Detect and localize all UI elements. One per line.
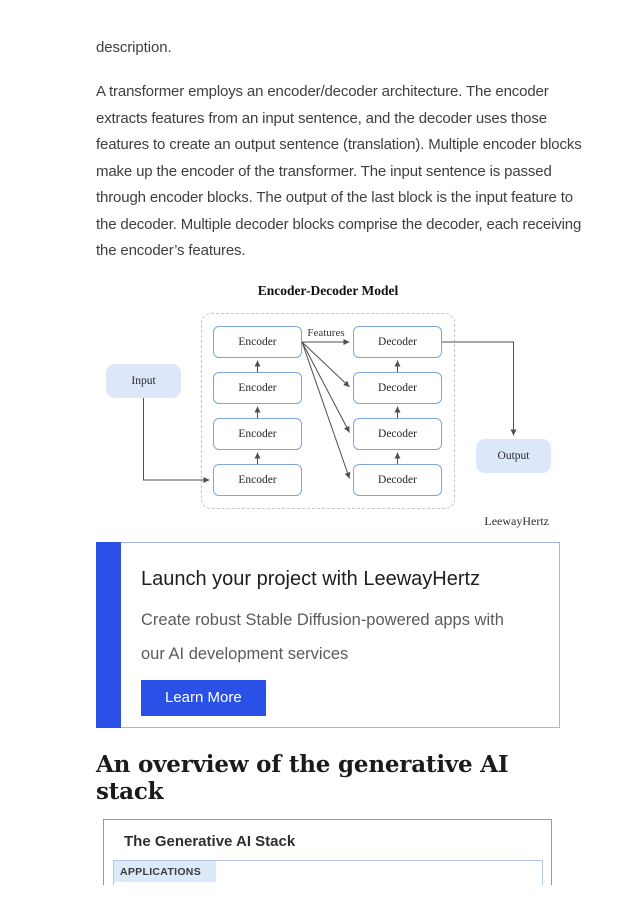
cta-card: Launch your project with LeewayHertz Cre…	[121, 541, 560, 728]
diagram-dashed-container	[201, 312, 455, 509]
cta-subtitle: Create robust Stable Diffusion-powered a…	[141, 603, 539, 671]
applications-row-label: APPLICATIONS	[114, 860, 216, 882]
paragraph-line: the decoder. Multiple decoder blocks com…	[96, 215, 582, 233]
paragraph-line: make up the encoder of the transformer. …	[96, 162, 552, 180]
encoder-block: Encoder	[213, 417, 302, 450]
generative-ai-stack-box: The Generative AI Stack APPLICATIONS	[103, 818, 552, 885]
paragraph-line: through encoder blocks. The output of th…	[96, 189, 573, 206]
paragraph-line: the encoder’s features.	[96, 242, 246, 259]
decoder-block: Decoder	[353, 417, 442, 450]
learn-more-button[interactable]: Learn More	[141, 679, 266, 716]
diagram-title: Encoder-Decoder Model	[257, 282, 399, 298]
diagram-arrows	[143, 338, 517, 483]
encoder-decoder-diagram: Encoder-Decoder Model Input Output Encod…	[96, 281, 561, 531]
decoder-block: Decoder	[353, 325, 442, 358]
encoder-block: Encoder	[213, 325, 302, 358]
cta-title: Launch your project with LeewayHertz	[141, 567, 481, 590]
section-heading: An overview of the generative AI stack	[96, 750, 509, 805]
cta-accent-bar	[96, 541, 121, 728]
paragraph-line: features to create an output sentence (t…	[96, 136, 582, 153]
body-paragraph: A transformer employs an encoder/decoder…	[96, 79, 582, 265]
diagram-credit: LeewayHertz	[484, 513, 549, 528]
cta-subtitle-line: our AI development services	[141, 644, 349, 663]
intro-text: description.	[96, 39, 172, 56]
features-label: Features	[307, 326, 345, 339]
decoder-block: Decoder	[353, 463, 442, 496]
cta-subtitle-line: Create robust Stable Diffusion-powered a…	[141, 610, 504, 629]
paragraph-line: A transformer employs an encoder/decoder…	[96, 83, 549, 100]
stack-inner-box: APPLICATIONS	[113, 859, 543, 885]
decoder-block: Decoder	[353, 371, 442, 404]
encoder-block: Encoder	[213, 371, 302, 404]
paragraph-line: extracts features from an input sentence…	[96, 109, 547, 127]
output-node: Output	[476, 438, 551, 473]
encoder-block: Encoder	[213, 463, 302, 496]
cta-banner: Launch your project with LeewayHertz Cre…	[96, 541, 560, 728]
stack-title: The Generative AI Stack	[124, 832, 296, 850]
input-node: Input	[106, 363, 181, 398]
